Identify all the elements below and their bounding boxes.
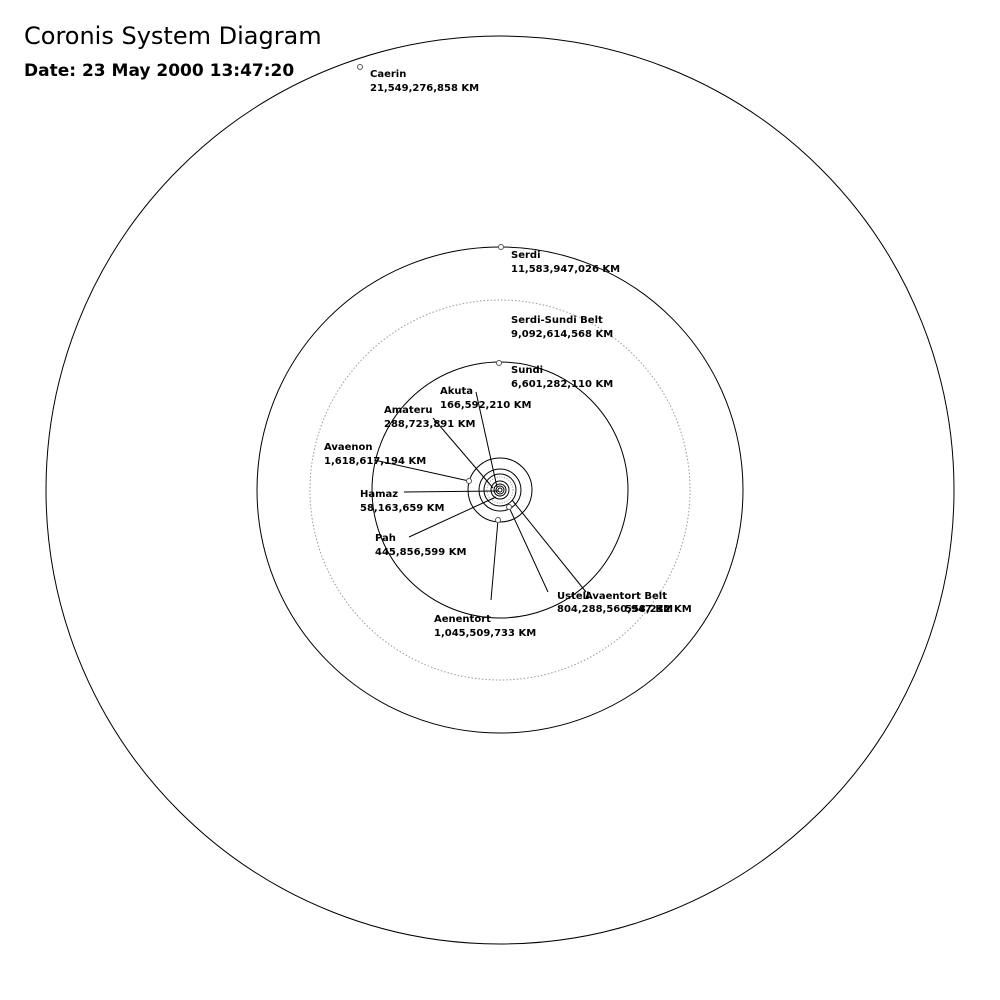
- label-distance-ustell: 804,288,560,947 KM: [557, 604, 673, 615]
- page-title: Coronis System Diagram: [24, 22, 322, 50]
- orbit-avaentort-belt: [486, 476, 514, 504]
- planet-marker-aenentort: [495, 517, 501, 523]
- planet-marker-caerin: [357, 64, 363, 70]
- orbit-ustell: [483, 473, 517, 507]
- label-distance-pah: 445,856,599 KM: [375, 547, 466, 558]
- leader-line-avaentort-belt: [511, 499, 587, 593]
- leader-line-hamaz: [403, 490, 499, 493]
- label-distance-akuta: 166,592,210 KM: [440, 400, 531, 411]
- label-distance-amateru: 288,723,891 KM: [384, 419, 475, 430]
- orbit-serdi: [256, 246, 744, 734]
- diagram-date: Date: 23 May 2000 13:47:20: [24, 61, 295, 81]
- label-distance-aenentort: 1,045,509,733 KM: [434, 628, 536, 639]
- leader-line-ustell: [507, 504, 549, 593]
- leader-line-aenentort: [490, 519, 499, 601]
- leader-line-amateru: [432, 417, 494, 489]
- label-name-ustell: Ustell: [557, 591, 590, 602]
- orbit-serdi-sundi-belt: [309, 299, 691, 681]
- label-name-akuta: Akuta: [440, 386, 473, 397]
- label-name-serdi-sundi-belt: Serdi-Sundi Belt: [511, 315, 603, 326]
- label-name-aenentort: Aenentort: [434, 614, 491, 625]
- label-distance-serdi: 11,583,947,026 KM: [511, 264, 620, 275]
- planet-marker-avaenon: [466, 478, 472, 484]
- label-name-hamaz: Hamaz: [360, 489, 398, 500]
- label-distance-avaentort-belt: 558,232 KM: [625, 604, 692, 615]
- orbit-amateru: [493, 483, 507, 497]
- label-distance-avaenon: 1,618,617,194 KM: [324, 456, 426, 467]
- leader-line-pah: [408, 496, 497, 538]
- planet-marker-sundi: [496, 360, 502, 366]
- label-name-pah: Pah: [375, 533, 396, 544]
- orbit-akuta: [495, 485, 505, 495]
- label-name-amateru: Amateru: [384, 405, 433, 416]
- label-name-avaenon: Avaenon: [324, 442, 373, 453]
- planet-marker-serdi: [498, 244, 504, 250]
- label-name-sundi: Sundi: [511, 365, 543, 376]
- label-distance-sundi: 6,601,282,110 KM: [511, 379, 613, 390]
- leader-line-akuta: [475, 391, 498, 488]
- orbit-hamaz: [497, 487, 503, 493]
- label-distance-caerin: 21,549,276,858 KM: [370, 83, 479, 94]
- leader-line-avaenon: [373, 459, 470, 482]
- label-distance-hamaz: 58,163,659 KM: [360, 503, 444, 514]
- label-name-serdi: Serdi: [511, 250, 541, 261]
- orbit-caerin: [45, 35, 955, 945]
- orbit-pah: [490, 480, 510, 500]
- label-name-caerin: Caerin: [370, 69, 406, 80]
- orbit-aenentort: [478, 468, 522, 512]
- label-name-avaentort-belt: Avaentort Belt: [585, 591, 667, 602]
- planet-marker-ustell: [506, 504, 512, 510]
- label-distance-serdi-sundi-belt: 9,092,614,568 KM: [511, 329, 613, 340]
